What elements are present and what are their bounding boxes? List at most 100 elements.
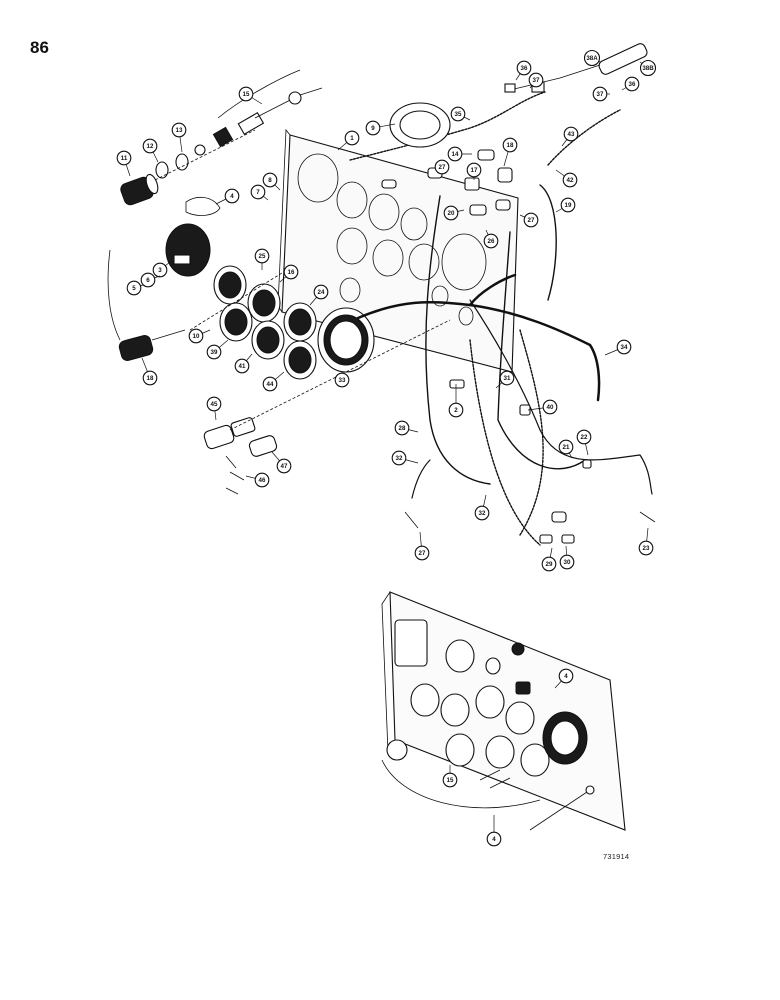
callout-label: 39 bbox=[211, 349, 218, 356]
wiring-harness bbox=[349, 91, 653, 546]
callout-label: 21 bbox=[563, 444, 570, 451]
callout-label: 18 bbox=[147, 375, 154, 382]
callout-label: 41 bbox=[239, 363, 246, 370]
callout-13: 13 bbox=[171, 122, 187, 153]
callout-40: 40 bbox=[527, 399, 558, 415]
callout-label: 30 bbox=[564, 559, 571, 566]
callout-27: 27 bbox=[519, 212, 539, 228]
callout-label: 8 bbox=[268, 177, 272, 184]
callout-23: 23 bbox=[638, 527, 654, 556]
callout-label: 27 bbox=[419, 550, 426, 557]
callout-label: 20 bbox=[448, 210, 455, 217]
callout-37: 37 bbox=[528, 72, 544, 89]
callout-41: 41 bbox=[234, 353, 253, 374]
callout-25: 25 bbox=[254, 248, 270, 270]
callout-38a: 38A bbox=[583, 49, 601, 67]
callout-27: 27 bbox=[434, 159, 450, 175]
callout-label: 4 bbox=[230, 193, 234, 200]
callout-label: 44 bbox=[267, 381, 274, 388]
assembled-panel-view bbox=[381, 591, 626, 831]
callout-36: 36 bbox=[621, 76, 640, 92]
callout-10: 10 bbox=[188, 328, 211, 344]
fittings-hardware bbox=[381, 149, 656, 544]
callout-label: 12 bbox=[147, 143, 154, 150]
callout-38b: 38B bbox=[639, 59, 657, 77]
callout-label: 45 bbox=[211, 401, 218, 408]
callout-label: 17 bbox=[471, 167, 478, 174]
callout-2: 2 bbox=[448, 384, 464, 418]
gauge-cluster bbox=[213, 265, 375, 380]
callout-15: 15 bbox=[442, 765, 458, 788]
callout-33: 33 bbox=[334, 372, 350, 388]
callout-label: 32 bbox=[479, 510, 486, 517]
callout-label: 32 bbox=[396, 455, 403, 462]
callout-1: 1 bbox=[337, 130, 360, 151]
callout-44: 44 bbox=[262, 371, 285, 392]
callout-label: 10 bbox=[193, 333, 200, 340]
callout-label: 36 bbox=[629, 81, 636, 88]
callout-8: 8 bbox=[262, 172, 281, 191]
callout-16: 16 bbox=[279, 264, 299, 283]
callout-9: 9 bbox=[365, 120, 396, 136]
callout-label: 13 bbox=[176, 127, 183, 134]
callout-11: 11 bbox=[116, 150, 132, 177]
callout-label: 31 bbox=[504, 375, 511, 382]
callout-label: 35 bbox=[455, 111, 462, 118]
callout-label: 24 bbox=[318, 289, 325, 296]
drawing-code: 731914 bbox=[603, 852, 630, 861]
throttle-control-assembly bbox=[194, 69, 323, 156]
callout-28: 28 bbox=[394, 420, 419, 436]
callout-label: 1 bbox=[350, 135, 354, 142]
callout-label: 34 bbox=[621, 344, 628, 351]
callout-label: 26 bbox=[488, 238, 495, 245]
callout-12: 12 bbox=[142, 138, 159, 163]
callout-label: 33 bbox=[339, 377, 346, 384]
callout-label: 25 bbox=[259, 253, 266, 260]
callout-group: 1234445678910111213141515161718181920212… bbox=[116, 49, 657, 847]
callout-31: 31 bbox=[495, 370, 515, 389]
callout-14: 14 bbox=[447, 146, 472, 162]
callout-43: 43 bbox=[561, 126, 579, 147]
callout-6: 6 bbox=[140, 272, 161, 288]
callout-34: 34 bbox=[604, 339, 632, 356]
callout-label: 14 bbox=[452, 151, 459, 158]
instrument-panel-plate bbox=[277, 128, 519, 373]
callout-label: 15 bbox=[243, 91, 250, 98]
callout-15: 15 bbox=[238, 86, 263, 105]
callout-label: 2 bbox=[454, 407, 458, 414]
callout-label: 29 bbox=[546, 561, 553, 568]
callout-label: 47 bbox=[281, 463, 288, 470]
callout-35: 35 bbox=[450, 106, 471, 122]
knob-nut-12-13 bbox=[155, 153, 189, 179]
callout-label: 27 bbox=[528, 217, 535, 224]
callout-27: 27 bbox=[414, 531, 430, 561]
callout-label: 22 bbox=[581, 434, 588, 441]
callout-label: 19 bbox=[565, 202, 572, 209]
callout-4: 4 bbox=[215, 188, 240, 205]
callout-label: 15 bbox=[447, 777, 454, 784]
callout-30: 30 bbox=[559, 545, 575, 570]
callout-20: 20 bbox=[443, 205, 465, 221]
callout-26: 26 bbox=[483, 229, 499, 249]
throttle-knob bbox=[120, 173, 159, 206]
lower-knob bbox=[118, 329, 186, 361]
callout-label: 9 bbox=[371, 125, 375, 132]
callout-32: 32 bbox=[474, 494, 490, 521]
callout-17: 17 bbox=[466, 162, 482, 180]
callout-21: 21 bbox=[558, 439, 574, 459]
callout-4: 4 bbox=[486, 815, 502, 847]
callout-label: 36 bbox=[521, 65, 528, 72]
callout-39: 39 bbox=[206, 339, 229, 360]
callout-4: 4 bbox=[554, 668, 574, 689]
callout-label: 4 bbox=[492, 836, 496, 843]
callout-19: 19 bbox=[555, 197, 576, 213]
callout-18: 18 bbox=[502, 137, 518, 167]
callout-47: 47 bbox=[271, 451, 292, 474]
callout-label: 38B bbox=[642, 65, 654, 72]
callout-label: 18 bbox=[507, 142, 514, 149]
callout-label: 46 bbox=[259, 477, 266, 484]
callout-label: 6 bbox=[146, 277, 150, 284]
callout-label: 16 bbox=[288, 269, 295, 276]
callout-label: 11 bbox=[121, 155, 128, 162]
